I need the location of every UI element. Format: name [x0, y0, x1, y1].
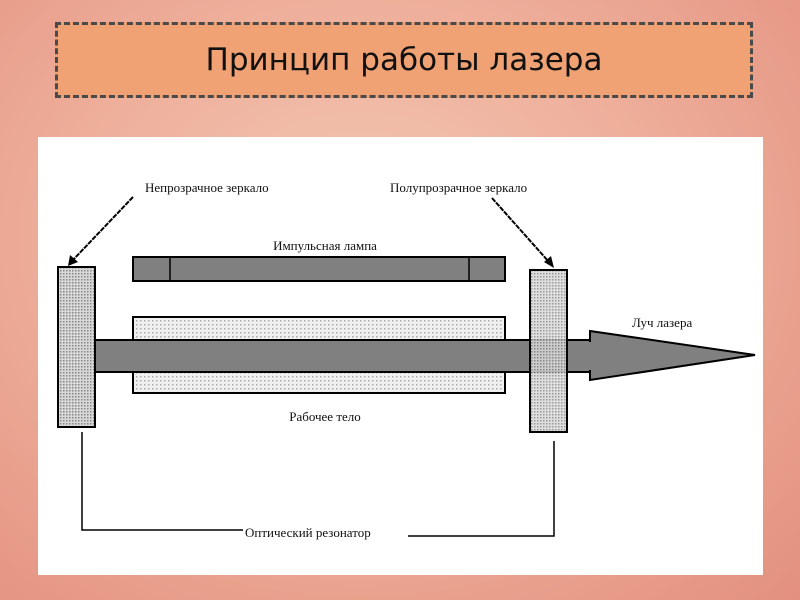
- semi-transparent-mirror: [529, 269, 568, 433]
- pointer-arrow-icon: [491, 197, 554, 268]
- label-semi-transparent-mirror: Полупрозрачное зеркало: [390, 180, 527, 195]
- resonator-bracket-left: [81, 432, 243, 531]
- slide-title: Принцип работы лазера: [205, 42, 603, 78]
- title-box: Принцип работы лазера: [55, 22, 753, 98]
- label-optical-resonator: Оптический резонатор: [245, 525, 371, 540]
- label-working-body: Рабочее тело: [289, 409, 361, 424]
- pulse-lamp: [132, 256, 506, 282]
- label-opaque-mirror: Непрозрачное зеркало: [145, 180, 269, 195]
- label-laser-beam: Луч лазера: [632, 315, 692, 330]
- label-pulse-lamp: Импульсная лампа: [273, 238, 377, 253]
- opaque-mirror: [57, 266, 96, 428]
- resonator-bracket-right: [408, 441, 555, 537]
- pointer-arrow-icon: [68, 196, 134, 266]
- laser-beam: [93, 329, 756, 382]
